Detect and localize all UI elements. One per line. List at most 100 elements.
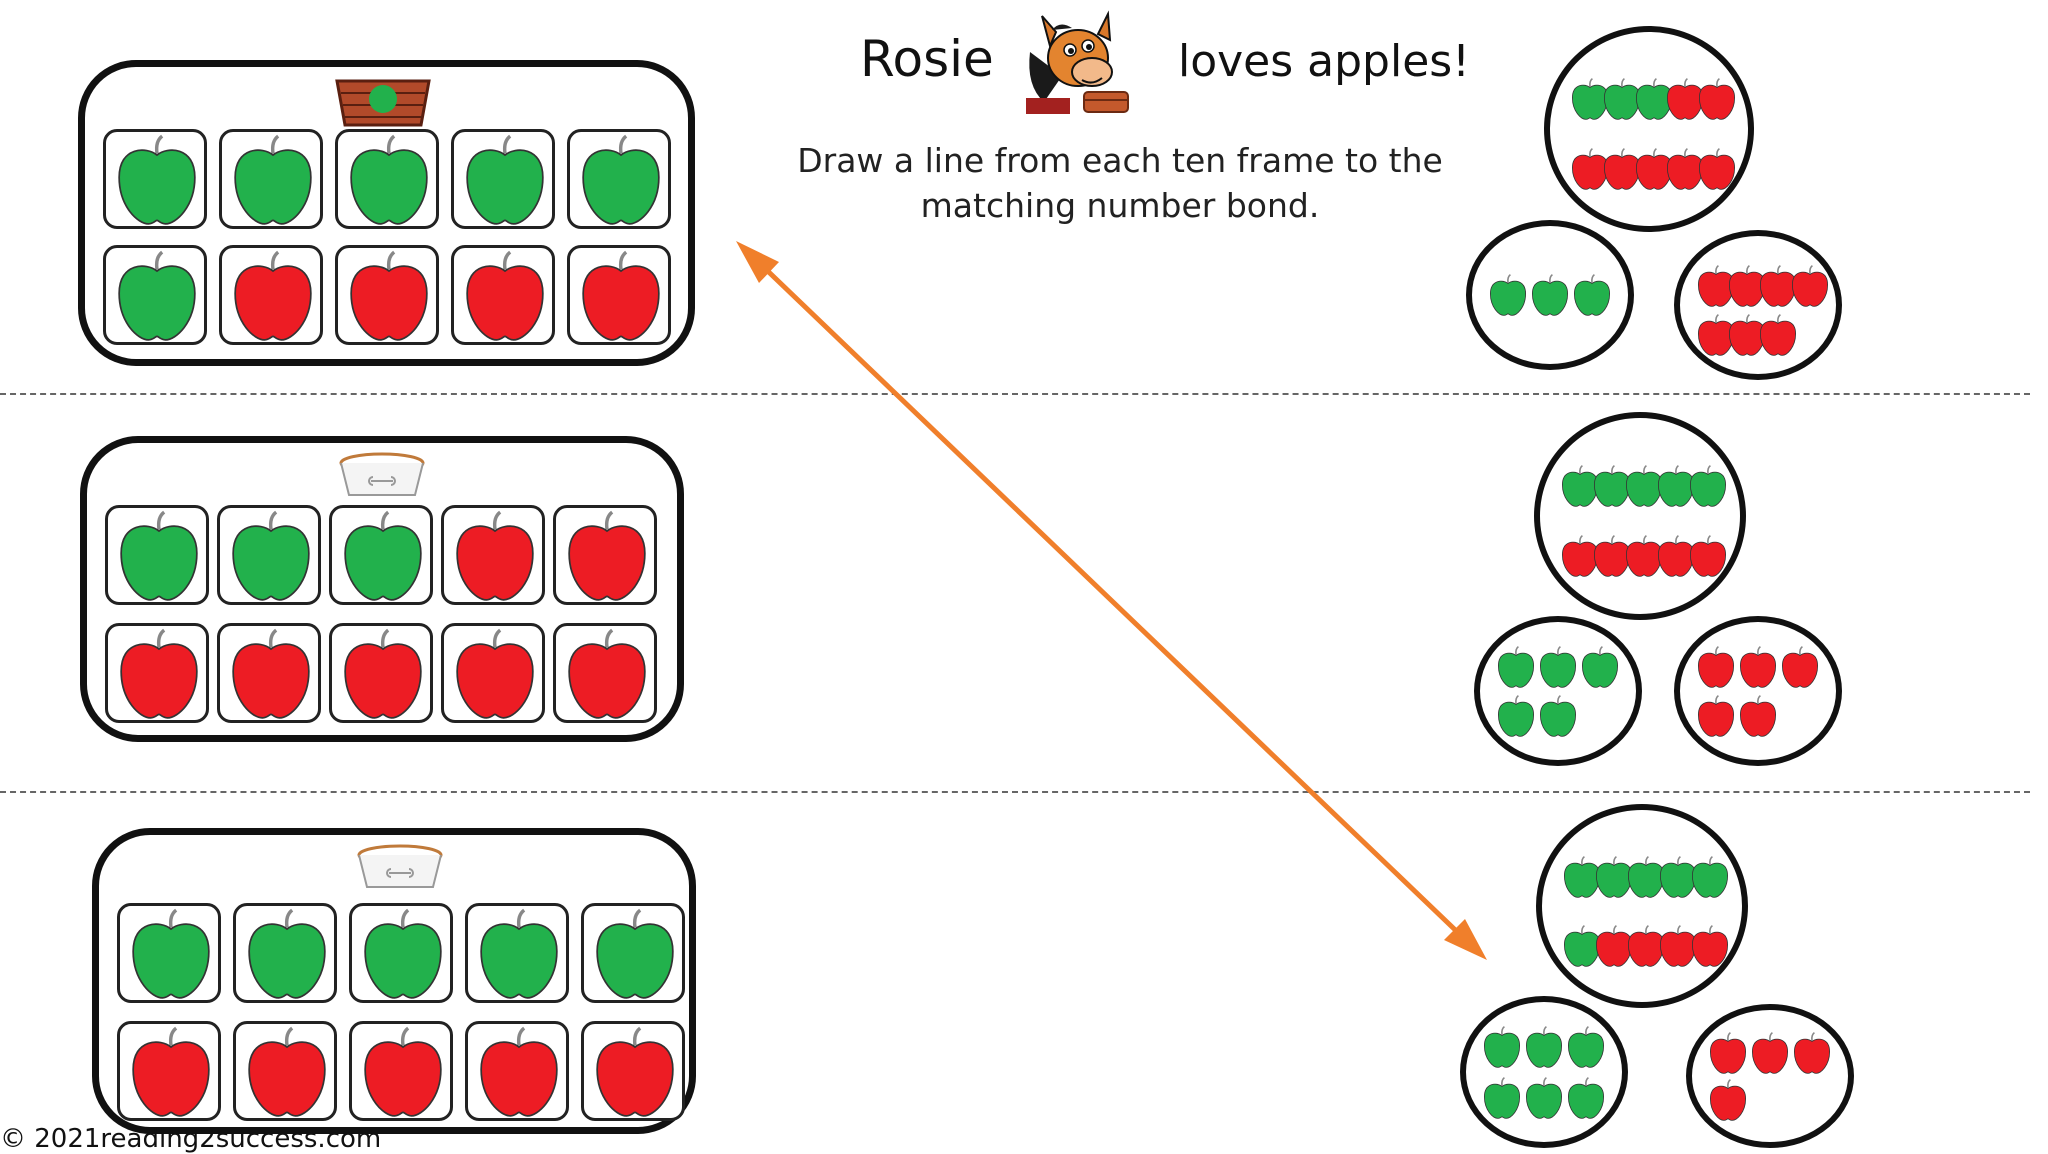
bond-2-part-right[interactable] (1674, 616, 1842, 766)
ten-frame-1[interactable] (78, 60, 695, 366)
ten-frame-2[interactable] (80, 436, 684, 742)
bond-3-part-right[interactable] (1686, 1004, 1854, 1148)
green-apple-icon (120, 510, 198, 601)
red-apple-icon (1751, 1031, 1789, 1074)
red-apple-icon (1710, 1079, 1747, 1121)
pony-with-basket-icon (1026, 10, 1129, 114)
frame-cell (581, 903, 685, 1003)
bond-3-whole[interactable] (1536, 804, 1748, 1008)
green-apple-icon (582, 134, 660, 225)
frame-cell (219, 245, 323, 345)
red-apple-icon (1760, 314, 1797, 357)
red-apple-icon (1739, 645, 1777, 688)
green-apple-icon (1525, 1076, 1563, 1119)
basket-icon (335, 79, 431, 127)
red-apple-icon (232, 628, 310, 719)
frame-cell (335, 129, 439, 229)
red-apple-icon (1739, 695, 1777, 738)
red-apple-icon (596, 1026, 674, 1117)
green-apple-icon (1603, 78, 1640, 121)
red-apple-icon (1781, 645, 1818, 688)
red-apple-icon (1692, 924, 1729, 967)
red-apple-icon (568, 510, 646, 601)
red-apple-icon (1658, 535, 1695, 578)
red-apple-icon (1698, 78, 1735, 121)
frame-cell (103, 245, 207, 345)
red-apple-icon (1793, 1031, 1830, 1074)
green-apple-icon (1567, 1026, 1604, 1068)
red-apple-icon (1698, 148, 1735, 191)
green-apple-icon (118, 250, 196, 341)
arrowhead-bottom (1444, 919, 1487, 960)
red-apple-icon (1791, 264, 1828, 307)
title-rosie: Rosie (860, 30, 994, 88)
bond-1-part-left[interactable] (1466, 220, 1634, 370)
frame-cell (233, 1021, 337, 1121)
green-apple-icon (1531, 274, 1569, 317)
frame-cell (329, 505, 433, 605)
red-apple-icon (1698, 695, 1735, 738)
green-apple-icon (466, 134, 544, 225)
green-apple-icon (350, 134, 428, 225)
frame-cell (335, 245, 439, 345)
frame-cell (217, 505, 321, 605)
frame-cell (441, 505, 545, 605)
frame-cell (117, 903, 221, 1003)
frame-cell (553, 505, 657, 605)
dog-bowl-icon (339, 452, 425, 496)
green-apple-icon (132, 908, 210, 999)
green-apple-icon (1484, 1076, 1521, 1119)
frame-cell (581, 1021, 685, 1121)
frame-cell (217, 623, 321, 723)
red-apple-icon (466, 250, 544, 341)
red-apple-icon (1690, 535, 1727, 578)
bond-2-whole[interactable] (1534, 412, 1746, 620)
red-apple-icon (350, 250, 428, 341)
frame-cell (349, 903, 453, 1003)
green-apple-icon (1573, 274, 1610, 317)
red-apple-icon (1760, 264, 1797, 307)
frame-cell (103, 129, 207, 229)
red-apple-icon (248, 1026, 326, 1117)
green-apple-icon (1581, 645, 1618, 688)
green-apple-icon (1692, 855, 1729, 898)
green-apple-icon (1498, 695, 1535, 738)
frame-cell (567, 129, 671, 229)
green-apple-icon (234, 134, 312, 225)
red-apple-icon (1594, 535, 1631, 578)
green-apple-icon (1525, 1026, 1563, 1068)
bond-2-part-left[interactable] (1474, 616, 1642, 766)
frame-cell (567, 245, 671, 345)
bond-1-part-right[interactable] (1674, 230, 1842, 380)
red-apple-icon (1698, 645, 1735, 688)
green-apple-icon (1635, 78, 1672, 121)
frame-cell (329, 623, 433, 723)
frame-cell (553, 623, 657, 723)
frame-cell (349, 1021, 453, 1121)
red-apple-icon (120, 628, 198, 719)
red-apple-icon (480, 1026, 558, 1117)
bond-3-part-left[interactable] (1460, 996, 1628, 1148)
arrowhead-top (736, 241, 779, 283)
green-apple-icon (344, 510, 422, 601)
green-apple-icon (118, 134, 196, 225)
frame-cell (233, 903, 337, 1003)
bond-1-whole[interactable] (1544, 26, 1754, 232)
instructions-text: Draw a line from each ten frame to the m… (797, 141, 1443, 225)
frame-cell (451, 245, 555, 345)
green-apple-icon (1498, 645, 1535, 688)
red-apple-icon (132, 1026, 210, 1117)
red-apple-icon (1603, 148, 1640, 191)
section-divider (0, 791, 2030, 793)
red-apple-icon (456, 628, 534, 719)
ten-frame-3[interactable] (92, 828, 696, 1134)
frame-cell (441, 623, 545, 723)
frame-cell (451, 129, 555, 229)
frame-cell (219, 129, 323, 229)
copyright-text: © 2021reading2success.com (0, 1124, 382, 1154)
dog-bowl-icon (357, 844, 443, 888)
green-apple-icon (1539, 645, 1577, 688)
section-divider (0, 393, 2030, 395)
green-apple-icon (480, 908, 558, 999)
frame-cell (465, 903, 569, 1003)
